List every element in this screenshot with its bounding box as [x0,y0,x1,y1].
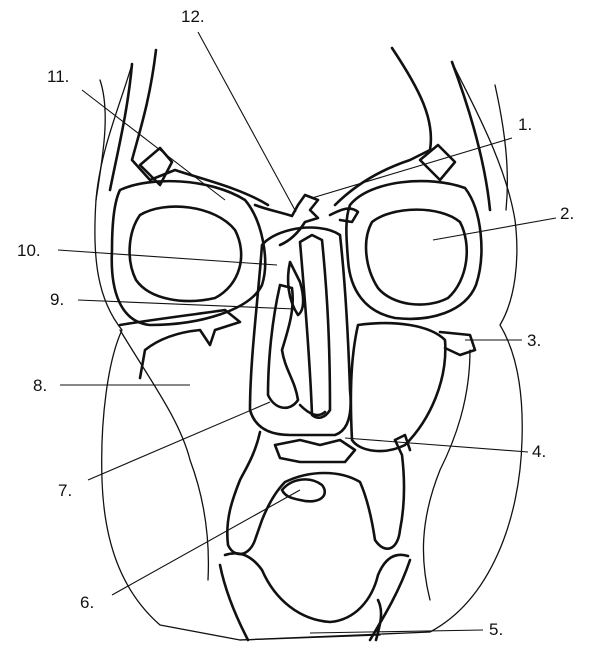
label-11: 11. [47,67,69,86]
label-10: 10. [17,241,41,260]
label-1: 1. [518,115,532,134]
leader-5 [310,630,483,633]
label-6: 6. [80,593,94,612]
label-5: 5. [489,620,503,639]
label-12: 12. [181,7,205,26]
maxillary-sinus [120,310,475,600]
leader-7 [88,402,270,480]
leader-1 [312,138,512,198]
labels: 1. 2. 3. 4. 5. 6. 7. 8. 9. 10. 11. 12. [17,7,574,639]
label-8: 8. [33,376,47,395]
leader-6 [112,490,300,595]
leader-2 [433,218,556,240]
label-4: 4. [532,442,546,461]
orbit-right [346,181,481,319]
leader-12 [198,32,296,212]
leader-10 [58,250,277,265]
lower-maxilla [220,553,410,640]
label-7: 7. [58,481,72,500]
label-3: 3. [527,331,541,350]
frontal-lines [96,48,507,210]
orbit-left [112,181,265,325]
label-2: 2. [560,204,574,223]
label-9: 9. [50,290,64,309]
